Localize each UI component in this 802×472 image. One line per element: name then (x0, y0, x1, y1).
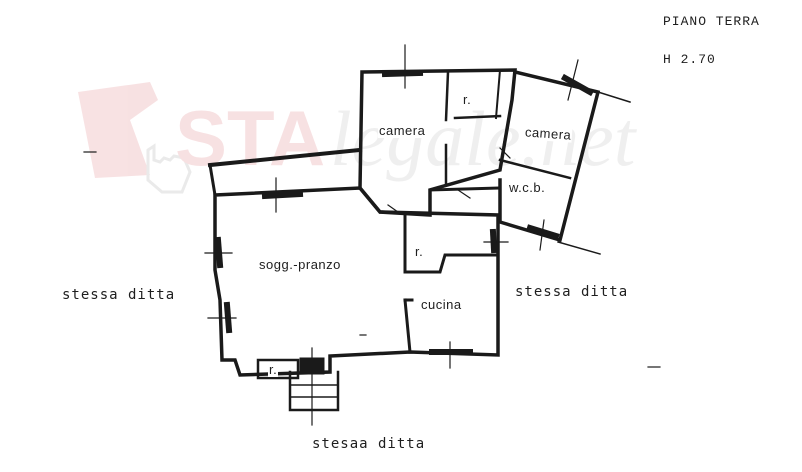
wall-r-right (494, 68, 502, 120)
wall-camera-r-divider (444, 70, 450, 122)
room-label-wcb: w.c.b. (508, 180, 547, 195)
room-label-kitchen: cucina (420, 297, 463, 312)
entrance-steps (288, 370, 340, 412)
wall-r-bottom (453, 114, 502, 120)
neighbour-label-left: stessa ditta (62, 287, 176, 303)
floor-title: PIANO TERRA (663, 14, 760, 29)
wall-wcb-top (498, 158, 572, 180)
neighbour-label-bottom: stesaa ditta (312, 436, 426, 452)
neighbour-label-right: stessa ditta (515, 284, 629, 300)
wall-r-mid (403, 213, 500, 274)
wall-camera-block (358, 68, 517, 217)
wall-wcb-gap (502, 98, 514, 147)
room-label-living: sogg.-pranzo (258, 257, 342, 272)
wall-terrace-top (207, 147, 363, 168)
ceiling-height: H 2.70 (663, 52, 716, 67)
room-label-closet-mid: r. (414, 244, 425, 259)
room-label-closet-top: r. (462, 92, 473, 107)
closet-r-low (256, 358, 300, 380)
wall-divider-top (428, 186, 500, 192)
room-label-camera: camera (378, 123, 427, 138)
window-living-top (261, 190, 304, 200)
wall-camera2-block (498, 69, 601, 243)
wall-main-block (213, 186, 500, 377)
window-camera2 (560, 73, 595, 97)
wall-kitchen-left (403, 298, 412, 354)
window-camera-top (381, 69, 424, 78)
window-right (489, 228, 498, 254)
wall-terrace-left (208, 163, 217, 197)
room-label-closet-low: r. (268, 362, 279, 377)
